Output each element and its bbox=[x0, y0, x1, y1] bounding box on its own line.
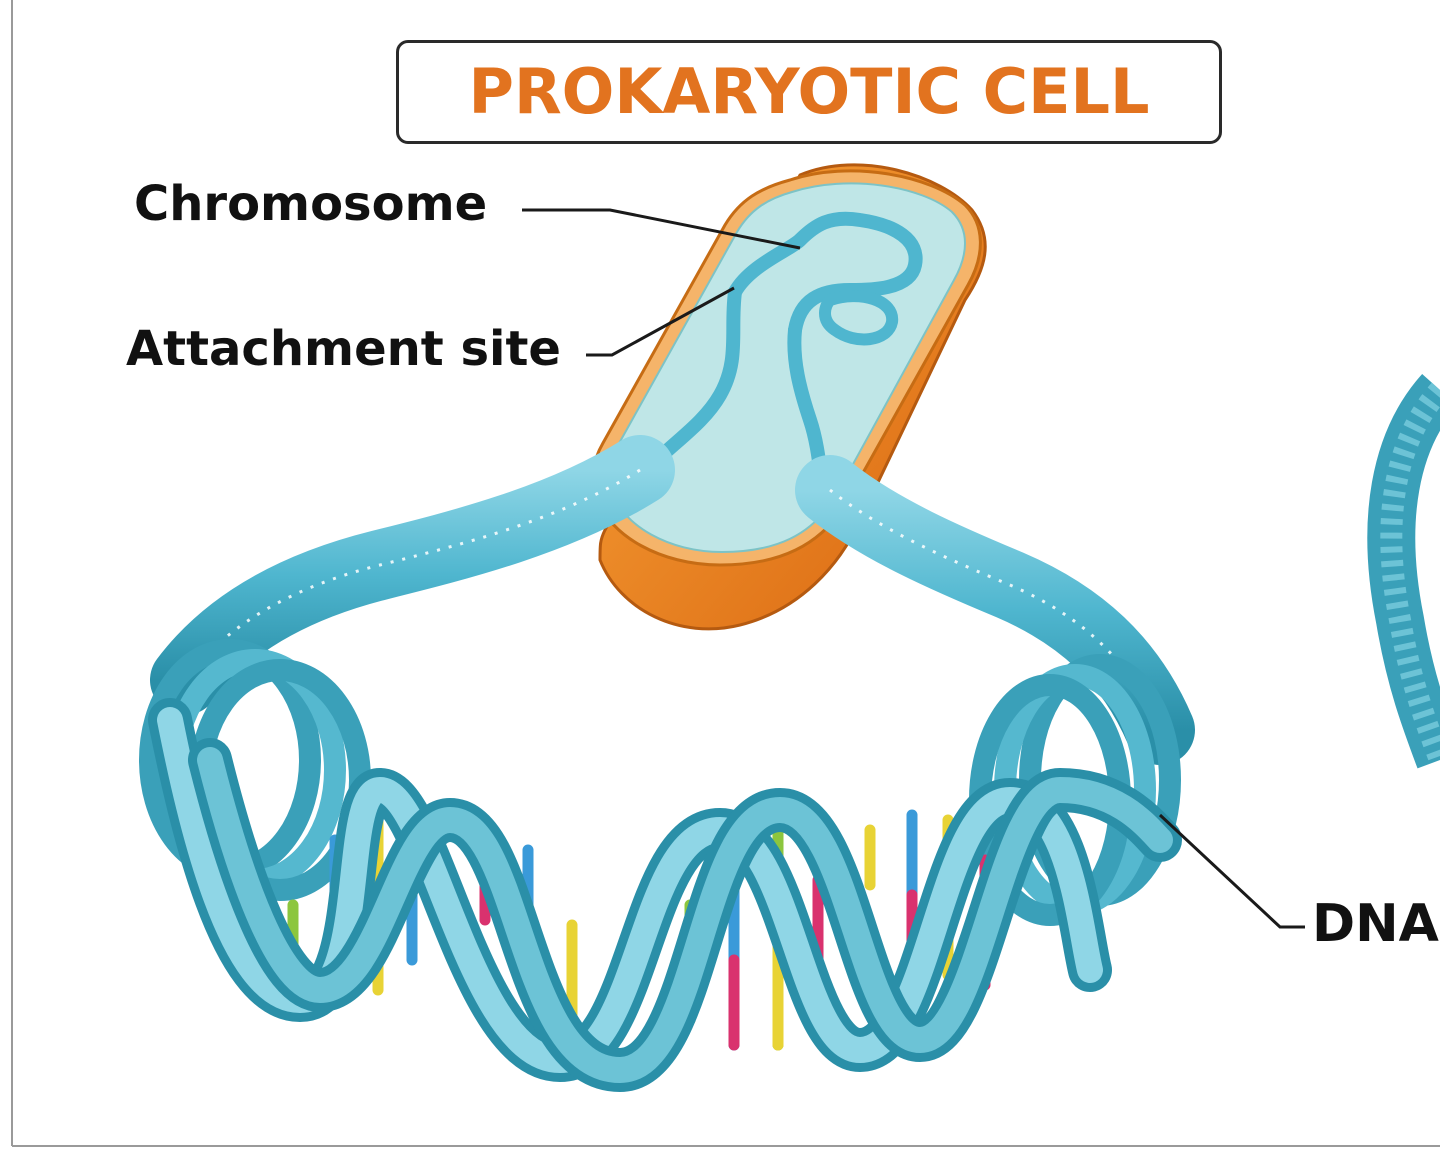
label-chromosome: Chromosome bbox=[134, 176, 488, 232]
chromosome-leader-line bbox=[522, 208, 801, 250]
label-dna: DNA bbox=[1312, 894, 1439, 954]
dna-leader-line bbox=[1158, 813, 1305, 929]
title-box: PROKARYOTIC CELL bbox=[396, 40, 1222, 144]
eukaryote-fragment bbox=[1367, 373, 1440, 769]
label-attachment-site: Attachment site bbox=[126, 321, 561, 377]
diagram-title: PROKARYOTIC CELL bbox=[468, 55, 1150, 128]
prokaryotic-cell bbox=[591, 163, 987, 631]
attachment-leader-line bbox=[586, 286, 735, 357]
dna-double-helix bbox=[148, 698, 1182, 1093]
leader-lines bbox=[522, 208, 1305, 929]
